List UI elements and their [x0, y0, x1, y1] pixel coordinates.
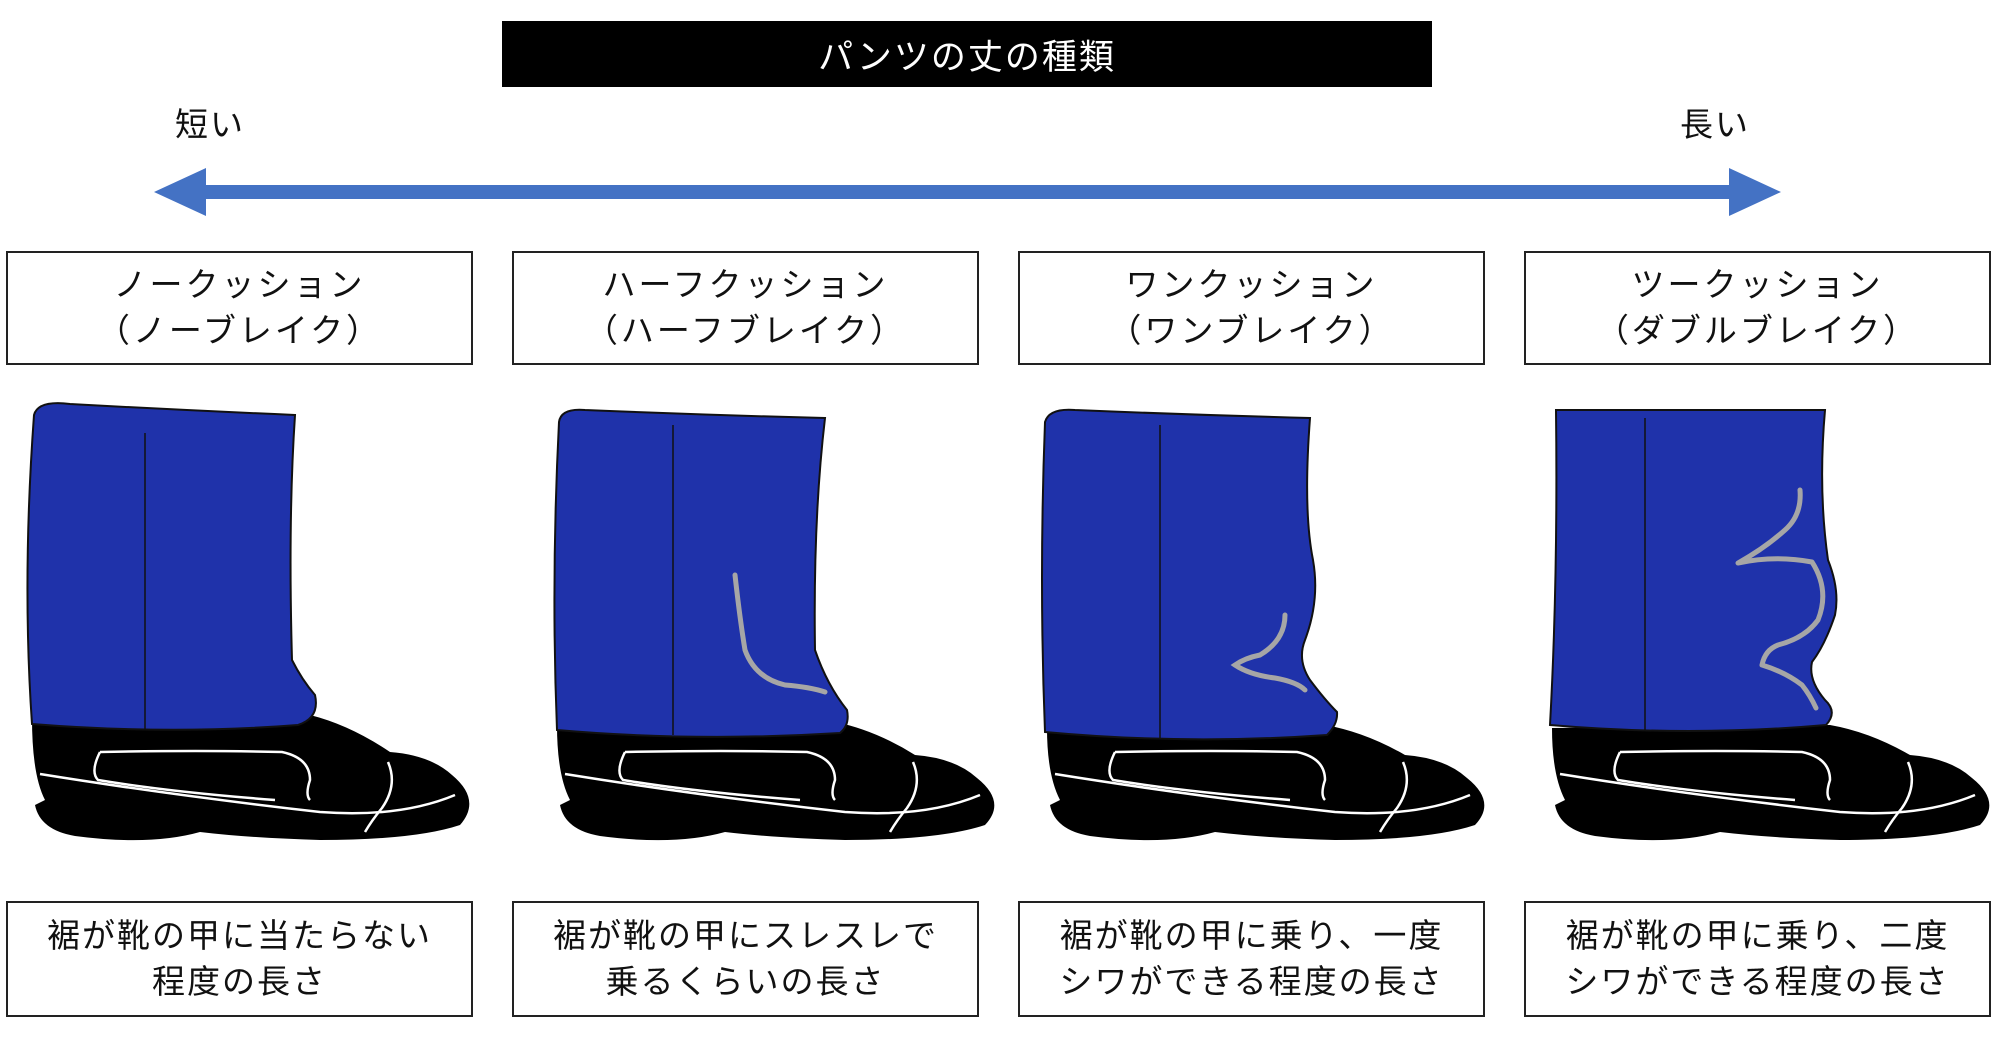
style-description-box-no-cushion: 裾が靴の甲に当たらない 程度の長さ — [6, 901, 473, 1017]
shoe-icon — [1552, 725, 1990, 841]
style-name: ワンクッション — [1125, 265, 1378, 304]
style-name-box-two-cushion: ツークッション （ダブルブレイク） — [1524, 251, 1991, 365]
style-name-alt: （ワンブレイク） — [1108, 311, 1395, 350]
shoe-icon — [557, 722, 995, 841]
style-name-alt: （ハーフブレイク） — [584, 311, 907, 350]
trouser-leg-icon — [1041, 408, 1339, 741]
style-name-box-half-cushion: ハーフクッション （ハーフブレイク） — [512, 251, 979, 365]
style-name: ハーフクッション — [602, 265, 889, 304]
one-cushion-illustration — [1041, 408, 1485, 841]
style-name-box-no-cushion: ノークッション （ノーブレイク） — [6, 251, 473, 365]
length-scale-arrow — [154, 168, 1781, 216]
style-description-cont: 乗るくらいの長さ — [605, 962, 886, 1001]
style-description-box-two-cushion: 裾が靴の甲に乗り、二度 シワができる程度の長さ — [1524, 901, 1991, 1017]
style-name-box-one-cushion: ワンクッション （ワンブレイク） — [1018, 251, 1485, 365]
wrinkle-line — [1735, 487, 1826, 711]
style-description-cont: シワができる程度の長さ — [1565, 962, 1950, 1001]
style-description: 裾が靴の甲に乗り、二度 — [1565, 916, 1950, 955]
trouser-leg-icon — [553, 408, 849, 738]
style-description-box-one-cushion: 裾が靴の甲に乗り、一度 シワができる程度の長さ — [1018, 901, 1485, 1017]
shoe-icon — [32, 715, 470, 841]
style-name-alt: （ダブルブレイク） — [1595, 311, 1920, 350]
style-name-alt: （ノーブレイク） — [96, 311, 383, 350]
half-cushion-illustration — [553, 408, 995, 841]
shoe-icon — [1047, 725, 1485, 841]
double-headed-arrow-icon — [154, 168, 1781, 216]
page-title: パンツの丈の種類 — [502, 21, 1432, 87]
style-name: ツークッション — [1631, 265, 1884, 304]
style-description: 裾が靴の甲に乗り、一度 — [1059, 916, 1444, 955]
wrinkle-line — [732, 572, 828, 695]
trouser-leg-icon — [26, 402, 317, 731]
style-name: ノークッション — [113, 265, 366, 304]
no-cushion-illustration — [26, 402, 470, 841]
style-description: 裾が靴の甲にスレスレで — [553, 916, 938, 955]
scale-short-label: 短い — [175, 105, 245, 144]
two-cushion-illustration — [1548, 409, 1990, 841]
wrinkle-line — [1230, 612, 1308, 693]
style-description-cont: 程度の長さ — [152, 962, 327, 1001]
trouser-leg-icon — [1548, 409, 1838, 732]
scale-long-label: 長い — [1680, 105, 1750, 144]
style-description-box-half-cushion: 裾が靴の甲にスレスレで 乗るくらいの長さ — [512, 901, 979, 1017]
style-description-cont: シワができる程度の長さ — [1059, 962, 1444, 1001]
style-description: 裾が靴の甲に当たらない — [47, 916, 432, 955]
